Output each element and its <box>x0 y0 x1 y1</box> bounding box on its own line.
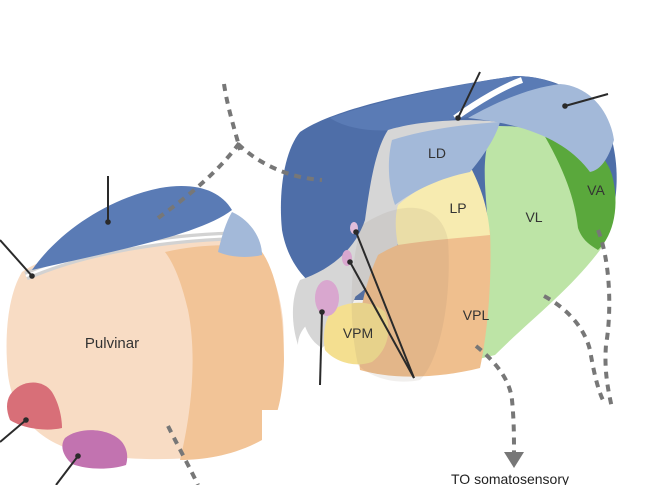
pointer-dot <box>105 219 111 225</box>
dashed-pathways <box>156 83 614 485</box>
left-thalamus-section: Pulvinar <box>6 186 284 469</box>
left-blue-cap <box>32 186 232 270</box>
pointer-pink-medium <box>349 261 415 379</box>
dashed-path-va <box>596 229 614 409</box>
right-upper-blue-band <box>330 76 575 131</box>
pink-nucleus-large <box>315 280 339 316</box>
ld-region <box>388 122 500 205</box>
right-cap-rim <box>453 77 524 121</box>
right-light-blue-cap <box>468 84 614 172</box>
pointer-dot <box>29 273 35 279</box>
right-thalamus-section: LD LP VL VA VPL VPM <box>280 76 617 382</box>
pointer-pink-large <box>319 311 323 386</box>
pointer-dots <box>23 103 568 459</box>
mask-block <box>262 410 447 450</box>
label-va: VA <box>587 182 605 198</box>
label-pulvinar: Pulvinar <box>85 335 139 352</box>
label-vpl: VPL <box>463 307 490 323</box>
pointer-purple <box>55 455 79 485</box>
dashed-path-top <box>222 83 242 151</box>
label-lp: LP <box>449 200 466 216</box>
pointer-red <box>0 419 27 443</box>
pointer-left-rim <box>0 239 33 277</box>
pointer-pink-small <box>355 231 415 379</box>
right-depth-overlay <box>351 207 449 382</box>
label-ld: LD <box>428 145 446 161</box>
dashed-path-left-cap <box>156 140 242 220</box>
caption-bottom: TO somatosensory <box>451 471 569 485</box>
pointer-dot <box>347 259 353 265</box>
purple-nucleus <box>62 430 128 469</box>
label-vl: VL <box>525 209 542 225</box>
pointer-dot <box>562 103 568 109</box>
lp-region <box>395 170 490 245</box>
pointer-right-cap <box>564 93 609 107</box>
pointer-dot <box>455 115 461 121</box>
label-vpm: VPM <box>343 325 373 341</box>
pointer-dot <box>319 309 325 315</box>
pulvinar-shade <box>165 245 284 460</box>
dashed-path-vl <box>543 294 606 403</box>
arrowhead-vpl <box>504 452 524 468</box>
pointer-lines <box>0 71 609 485</box>
red-nucleus <box>7 382 62 430</box>
pointer-dot <box>353 229 359 235</box>
pointer-dot <box>23 417 29 423</box>
vpm-region <box>323 302 389 365</box>
dashed-path-to-right <box>236 142 323 182</box>
vpl-region <box>358 230 491 377</box>
pointer-right-top <box>457 71 481 119</box>
pointer-dot <box>75 453 81 459</box>
left-light-blue-patch <box>218 212 262 257</box>
dashed-path-vpl <box>474 344 516 453</box>
